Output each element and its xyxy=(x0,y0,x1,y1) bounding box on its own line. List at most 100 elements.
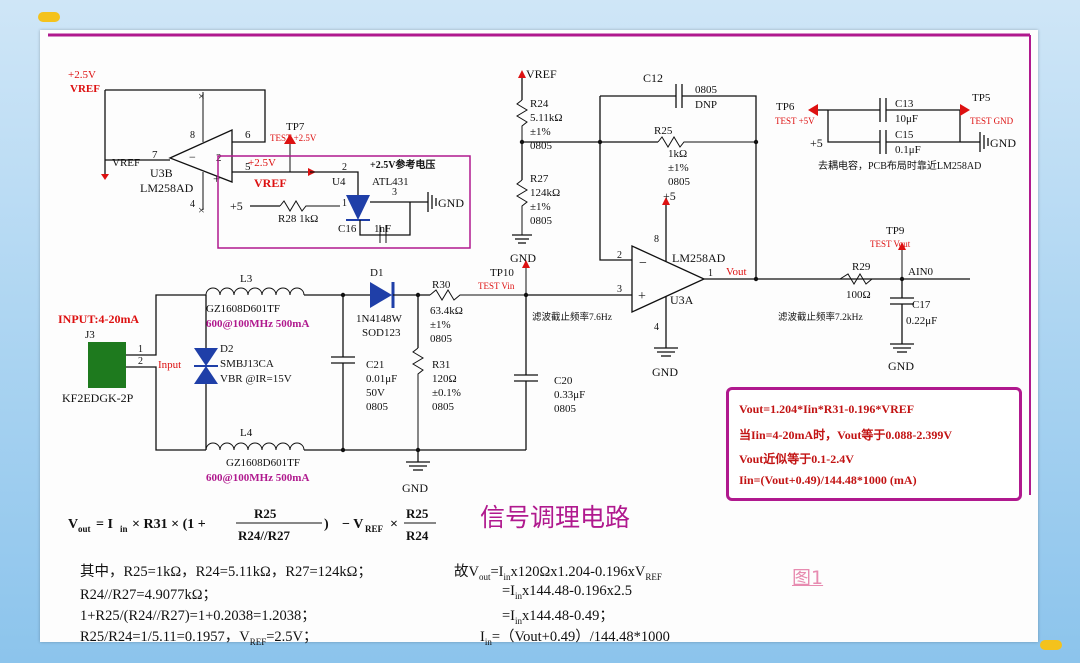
input-net: Input xyxy=(158,359,181,371)
c21-value: 0.01μF xyxy=(366,373,397,385)
u3a-pin8: 8 xyxy=(654,234,659,245)
calc-right-2: =Iinx144.48-0.196x2.5 xyxy=(502,583,632,601)
filter-note-2: 滤波截止频率7.2kHz xyxy=(778,311,863,323)
plus5-a: +5 xyxy=(230,199,243,213)
tp5-label: TP5 xyxy=(972,92,991,104)
r27-tol: ±1% xyxy=(530,201,551,213)
tp7-label: TP7 xyxy=(286,121,305,133)
r31-value: 120Ω xyxy=(432,373,457,385)
r24-tol: ±1% xyxy=(530,126,551,138)
u3a-opamp xyxy=(631,244,706,314)
u3a-pin4: 4 xyxy=(654,322,659,333)
svg-text:REF: REF xyxy=(365,524,384,534)
c21-pkg: 0805 xyxy=(366,401,389,413)
ref-title: +2.5V参考电压 xyxy=(370,158,435,171)
r30-value: 63.4kΩ xyxy=(430,305,463,317)
l3-ref: L3 xyxy=(240,273,253,285)
c13-ref: C13 xyxy=(895,98,914,110)
c16-value: 1nF xyxy=(374,223,391,235)
c20-pkg: 0805 xyxy=(554,403,577,415)
vout-formula: V out = I in × R31 × (1 + R25 R24//R27 )… xyxy=(68,506,436,543)
plus5-c: +5 xyxy=(810,136,823,150)
r30-tol: ±1% xyxy=(430,319,451,331)
input-label: INPUT:4-20mA xyxy=(58,312,139,326)
u3a-pin2: 2 xyxy=(617,250,622,261)
d1-diode xyxy=(370,282,392,308)
vout-label: Vout xyxy=(726,266,747,278)
d2-ref: D2 xyxy=(220,343,233,355)
box-line-2: 当Iin=4-20mA时，Vout等于0.088-2.399V xyxy=(739,428,953,442)
l4-spec: 600@100MHz 500mA xyxy=(206,472,309,484)
r31-tol: ±0.1% xyxy=(432,387,461,399)
decoup-note: 去耦电容，PCB布局时靠近LM258AD xyxy=(818,159,981,172)
tp6-label: TP6 xyxy=(776,101,795,113)
svg-text:− V: − V xyxy=(342,517,363,532)
calc-right-3: =Iinx144.48-0.49； xyxy=(502,608,614,626)
corner-decoration xyxy=(38,12,60,22)
d2-spec: VBR @IR=15V xyxy=(220,373,292,385)
c17-ref: C17 xyxy=(912,299,931,311)
u4-pin2: 2 xyxy=(342,162,347,173)
r31-pkg: 0805 xyxy=(432,401,455,413)
d1-part: 1N4148W xyxy=(356,313,402,325)
l4-ref: L4 xyxy=(240,427,253,439)
svg-text:×: × xyxy=(198,203,205,217)
plus5-b: +5 xyxy=(663,189,676,203)
reference-box xyxy=(217,155,471,249)
gnd-decoup: GND xyxy=(990,136,1016,150)
figure-label: 图1 xyxy=(792,567,824,589)
calc-right-4: Iin=（Vout+0.49）/144.48*1000 xyxy=(480,629,670,647)
c12-value: DNP xyxy=(695,99,717,111)
filter-note-1: 滤波截止频率7.6Hz xyxy=(532,311,612,323)
calc-line-3: 1+R25/(R24//R27)=1+0.2038=1.2038； xyxy=(80,608,316,624)
c12-pkg: 0805 xyxy=(695,84,718,96)
gnd-bottom: GND xyxy=(402,481,428,495)
u3b-pin7: 7 xyxy=(152,149,158,161)
l3-part: GZ1608D601TF xyxy=(206,303,280,315)
result-box: Vout=1.204*Iin*R31-0.196*VREF 当Iin=4-20m… xyxy=(726,387,1022,501)
gnd-ref: GND xyxy=(438,196,464,210)
r24-ref: R24 xyxy=(530,98,549,110)
schematic-sheet: − + 2 × × +2.5V VREF 7 6 5 8 4 VREF U3B … xyxy=(40,30,1038,647)
r25-value: 1kΩ xyxy=(668,148,687,160)
u3b-pin6: 6 xyxy=(245,129,251,141)
u3a-part: LM258AD xyxy=(672,251,726,265)
r25-tol: ±1% xyxy=(668,162,689,174)
r24-pkg: 0805 xyxy=(530,140,553,152)
c21-ref: C21 xyxy=(366,359,384,371)
svg-text:R24//R27: R24//R27 xyxy=(238,528,291,543)
j3-part: KF2EDGK-2P xyxy=(62,391,134,405)
r25-pkg: 0805 xyxy=(668,176,691,188)
r25-ref: R25 xyxy=(654,125,673,137)
box-line-4: Iin=(Vout+0.49)/144.48*1000 (mA) xyxy=(739,473,917,487)
l3-inductor xyxy=(205,287,305,296)
svg-text:×: × xyxy=(390,517,398,532)
r30-pkg: 0805 xyxy=(430,333,453,345)
u3b-opamp: − + 2 xyxy=(168,128,233,186)
label-vref-top: +2.5V xyxy=(68,69,96,81)
svg-text:in: in xyxy=(120,524,128,534)
tp7-test: TEST +2.5V xyxy=(270,133,317,143)
r27-value: 124kΩ xyxy=(530,187,560,199)
r31-ref: R31 xyxy=(432,359,450,371)
gnd-r27: GND xyxy=(510,251,536,265)
u3b-ref: U3B xyxy=(150,166,173,180)
vref-r24: VREF xyxy=(526,67,557,81)
svg-text:−: − xyxy=(189,150,196,164)
ain0-label: AIN0 xyxy=(908,266,934,278)
l4-part: GZ1608D601TF xyxy=(226,457,300,469)
svg-text:× R31 × (1 +: × R31 × (1 + xyxy=(132,517,206,532)
u3b-part: LM258AD xyxy=(140,181,194,195)
d1-ref: D1 xyxy=(370,267,383,279)
svg-text:= I: = I xyxy=(96,517,113,532)
j3-pin2: 2 xyxy=(138,356,143,367)
svg-text:+: + xyxy=(638,289,646,304)
diagram-title: 信号调理电路 xyxy=(480,503,631,532)
label-plus25: +2.5V xyxy=(248,157,276,169)
calc-right-1: 故Vout=Iinx120Ωx1.204-0.196xVREF xyxy=(454,564,662,582)
box-line-3: Vout近似等于0.1-2.4V xyxy=(739,452,854,466)
u3a-ref: U3A xyxy=(670,293,694,307)
u3a-pin1: 1 xyxy=(708,268,713,279)
tp10-label: TP10 xyxy=(490,267,514,279)
calc-line-2: R24//R27=4.9077kΩ； xyxy=(80,587,217,603)
